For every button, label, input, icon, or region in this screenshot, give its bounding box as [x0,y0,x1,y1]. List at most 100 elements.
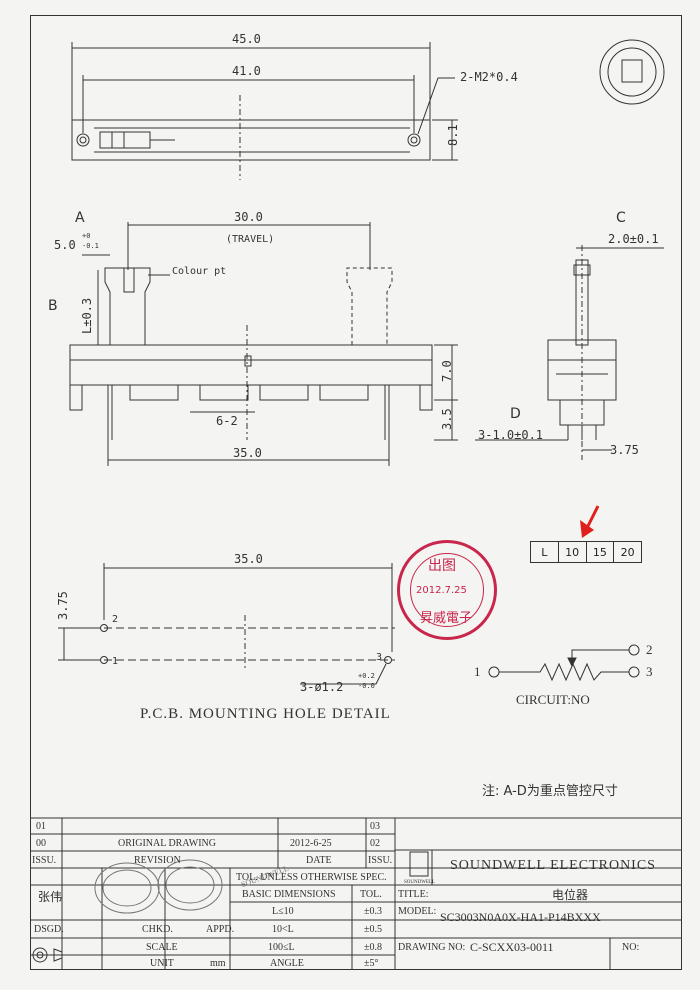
pcb-pin2-label: 2 [112,614,119,625]
pcb-hole-tol-upper: +0.2 [358,672,375,680]
company-name: SOUNDWELL ELECTRONICS [450,858,656,873]
dim-hole-spacing: 41.0 [232,64,261,78]
label-b: B [48,298,58,314]
dim-knob-width: 5.0 [54,238,76,252]
angle-tol: ±5° [364,958,379,969]
circuit-terminal-1 [488,666,500,678]
angle-label: ANGLE [270,958,304,969]
rev-03: 03 [370,821,380,832]
dim-shaft: 2.0±0.1 [608,232,659,246]
approval-stamp: 出图 2012.7.25 昇威電子 [397,540,497,640]
dim-3-5: 3.5 [440,408,454,430]
issu-label-2: ISSU. [368,855,393,866]
circuit-terminal-3 [628,666,640,678]
pcb-hole-1 [100,656,108,664]
dim-3-75: 3.75 [610,443,639,457]
revision-label: REVISION [134,855,181,866]
circuit-terminal-2 [628,644,640,656]
certification-seal [599,39,665,105]
chkd-label: CHKD. [142,924,173,935]
title-label: TITLE: [398,889,429,900]
dim-travel: 30.0 [234,210,263,224]
dim-height: 8.1 [446,124,460,146]
tol-row2-dim: 10<L [272,924,294,935]
unit-label: UNIT [150,958,174,969]
drawing-frame [30,15,682,970]
appd-label: APPD. [206,924,235,935]
tol-row2-tol: ±0.5 [364,924,382,935]
dim-l: L±0.3 [80,297,94,334]
rev-01: 01 [36,821,46,832]
pcb-hole-note: 3-ø1.2 [300,680,344,694]
tol-row1-dim: L≤10 [272,906,294,917]
title-value: 电位器 [552,888,589,902]
drawing-no-value: C-SCXX03-0011 [470,940,554,954]
rev-02: 02 [370,838,380,849]
unit-value: mm [210,958,226,969]
rev-00: 00 [36,838,46,849]
circuit-resistor [499,662,629,682]
label-c: C [616,210,626,226]
pcb-pin3-label: 3 [376,652,383,663]
tol-row3-tol: ±0.8 [364,942,382,953]
tol-header: TOL. UNLESS OTHERWISE SPEC. [236,872,387,883]
length-cell: 15 [587,542,615,562]
designer-name: 张伟 [38,890,63,904]
tol-label: TOL. [360,889,382,900]
front-view-body [69,344,433,386]
slider-knob [104,267,151,345]
circuit-pin3: 3 [646,664,653,679]
pcb-dim-span: 35.0 [234,552,263,566]
top-view-body [71,119,431,161]
colour-note: Colour pt [172,266,227,277]
mount-hole-right [407,133,421,147]
model-label: MODEL: [398,906,437,917]
label-d: D [510,406,521,422]
stamp-bottom: 昇威電子 [420,611,473,626]
circuit-label: CIRCUIT:NO [516,692,590,707]
pcb-hole-tol-lower: -0.0 [358,682,375,690]
length-cell: L [531,542,559,562]
drawing-no-label: DRAWING NO: [398,942,466,953]
scale-label: SCALE [146,942,178,953]
length-table: L 10 15 20 [530,541,642,563]
dim-knob-tol-lower: -0.1 [82,242,99,250]
length-cell: 20 [620,545,635,559]
stamp-top: 出图 [428,558,456,574]
pcb-pin1-label: 1 [112,656,119,667]
pcb-title: P.C.B. MOUNTING HOLE DETAIL [140,706,391,722]
dim-pins: 6-2 [216,414,238,428]
dsgd-label: DSGD. [34,924,64,935]
dim-knob-tol-upper: +0 [82,232,91,240]
rev-00-desc: ORIGINAL DRAWING [118,838,216,849]
tol-row1-tol: ±0.3 [364,906,382,917]
pcb-hole-3 [384,656,392,664]
dim-body-length: 35.0 [233,446,262,460]
circuit-pin1: 1 [474,664,481,679]
circuit-pin2: 2 [646,642,653,657]
issu-label: ISSU. [32,855,57,866]
hole-note: 2-M2*0.4 [460,70,518,84]
mount-hole-left [76,133,90,147]
dim-overall-length: 45.0 [232,32,261,46]
dim-pin: 3-1.0±0.1 [478,428,544,442]
rev-00-date: 2012-6-25 [290,838,332,849]
stamp-date: 2012.7.25 [416,585,467,596]
company-logo-text: SOUNDWELL [404,880,436,885]
date-label: DATE [306,855,332,866]
label-a: A [75,210,85,226]
model-value: SC3003N0A0X-HA1-P14BXXX [440,910,601,924]
basic-dims-label: BASIC DIMENSIONS [242,889,336,900]
pcb-dim-vert: 3.75 [56,591,70,620]
dim-7: 7.0 [440,360,454,382]
travel-note: (TRAVEL) [226,234,275,245]
control-note: 注: A-D为重点管控尺寸 [482,784,618,799]
tol-row3-dim: 100≤L [268,942,295,953]
red-arrow-icon [580,505,600,538]
title-block: 01 00 ORIGINAL DRAWING 2012-6-25 03 02 I… [30,818,682,970]
pcb-hole-2 [100,624,108,632]
length-cell: 10 [559,542,587,562]
no-label: NO: [622,942,640,953]
